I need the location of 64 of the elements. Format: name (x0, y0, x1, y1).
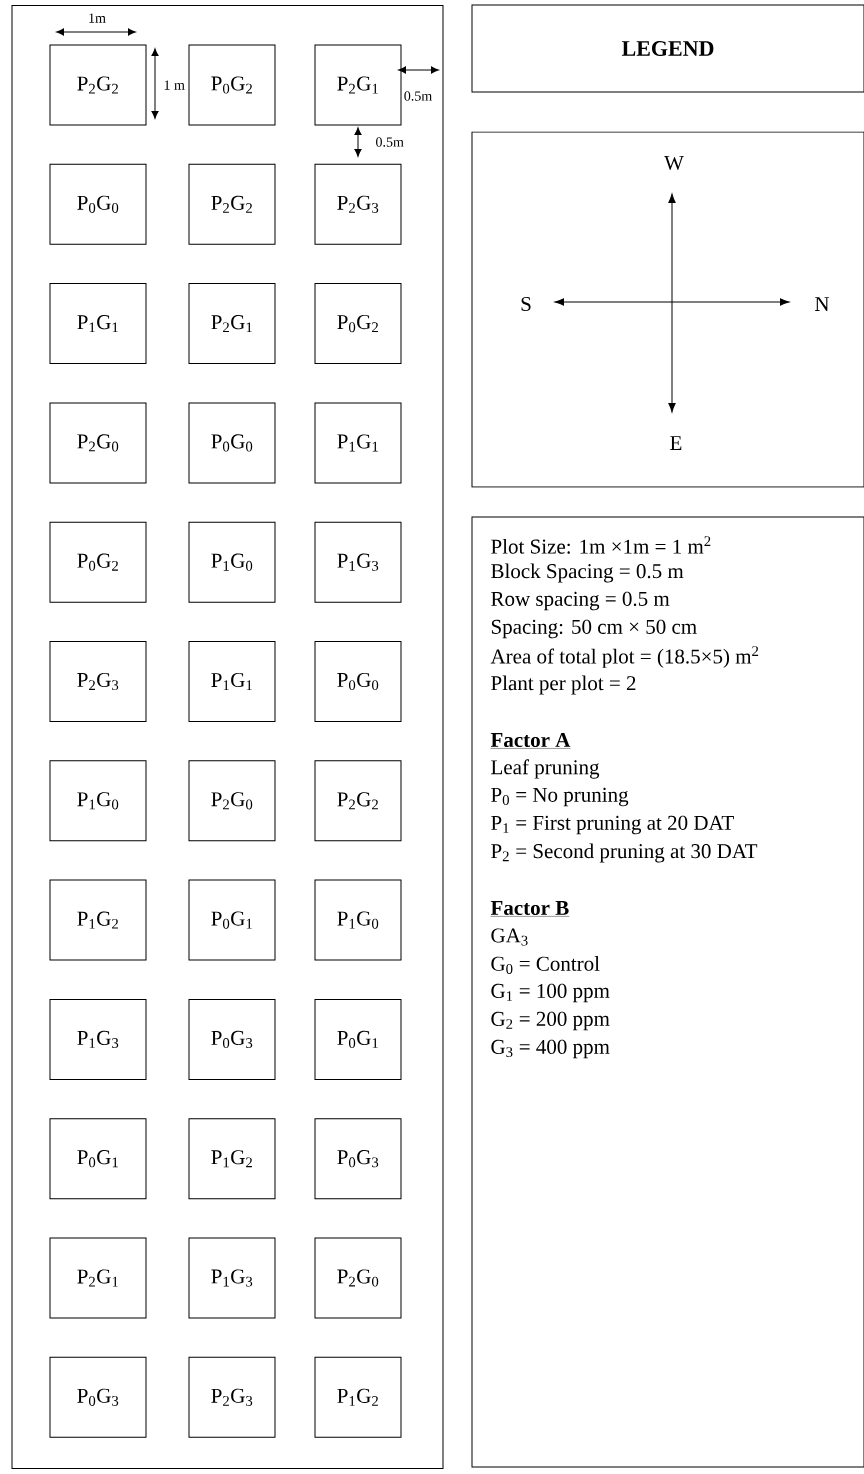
plot-box: P$_{1}$G$_{0}$ (188, 521, 276, 603)
note-line: P$_{1}$ = First pruning at 20 DAT (491, 815, 734, 835)
plot-box: P$_{0}$G$_{2}$ (314, 283, 402, 365)
note-line: Block Spacing = 0.5 m (491, 563, 684, 583)
plot-box: P$_{2}$G$_{3}$ (49, 641, 147, 722)
plot-box: P$_{2}$G$_{3}$ (314, 163, 402, 245)
plot-box: P$_{2}$G$_{0}$ (49, 402, 147, 484)
plot-box: P$_{1}$G$_{1}$ (188, 641, 276, 722)
plot-box: P$_{2}$G$_{2}$ (314, 760, 402, 842)
plot-box: P$_{1}$G$_{3}$ (314, 521, 402, 603)
plot-box: P$_{0}$G$_{0}$ (314, 641, 402, 722)
plot-box: P$_{1}$G$_{3}$ (188, 1237, 276, 1319)
plot-box: P$_{1}$G$_{0}$ (49, 760, 147, 842)
dimension-label: 0.5m (376, 137, 404, 147)
note-line: Plant per plot = 2 (491, 675, 636, 695)
plot-box: P$_{1}$G$_{1}$ (314, 402, 402, 484)
plot-box: P$_{2}$G$_{0}$ (314, 1237, 402, 1319)
plot-box: P$_{2}$G$_{2}$ (49, 44, 147, 126)
legend-heading-box: LEGEND (471, 4, 864, 93)
plot-box: P$_{0}$G$_{2}$ (49, 521, 147, 603)
dimension-label: 1 m (164, 80, 185, 90)
plot-box: P$_{2}$G$_{1}$ (314, 44, 402, 126)
plot-box: P$_{0}$G$_{3}$ (49, 1356, 147, 1438)
note-line: Row spacing = 0.5 m (491, 591, 670, 611)
direction-label: S (521, 296, 531, 312)
plot-box: P$_{2}$G$_{3}$ (188, 1356, 276, 1438)
plot-box: P$_{0}$G$_{3}$ (314, 1118, 402, 1200)
plot-box: P$_{0}$G$_{1}$ (188, 879, 276, 961)
plot-box: P$_{2}$G$_{2}$ (188, 163, 276, 245)
note-line: Area of total plot = (18.5×5) m$^{2}$ (490, 646, 759, 668)
direction-label: N (815, 297, 830, 311)
plot-box: P$_{2}$G$_{1}$ (188, 283, 276, 365)
note-line: Spacing: 50 cm × 50 cm (491, 619, 697, 639)
direction-label: E (670, 436, 682, 450)
plot-box: P$_{1}$G$_{1}$ (49, 283, 147, 365)
note-line: G$_{3}$ = 400 ppm (491, 1039, 610, 1059)
note-line: Plot Size: 1m ×1m = 1 m$^{2}$ (491, 536, 711, 554)
direction-label: W (664, 155, 684, 171)
plot-box: P$_{1}$G$_{2}$ (314, 1356, 402, 1438)
plot-box: P$_{1}$G$_{2}$ (49, 879, 147, 961)
plot-box: P$_{1}$G$_{0}$ (314, 879, 402, 961)
field-outline (11, 5, 444, 1469)
compass-box (471, 131, 864, 488)
plot-box: P$_{1}$G$_{3}$ (49, 998, 147, 1080)
plot-box: P$_{2}$G$_{0}$ (188, 760, 276, 842)
plot-box: P$_{2}$G$_{1}$ (49, 1237, 147, 1319)
dimension-label: 1m (89, 13, 106, 23)
note-line: P$_{2}$ = Second pruning at 30 DAT (491, 843, 758, 863)
plot-box: P$_{1}$G$_{2}$ (188, 1118, 276, 1200)
plot-box: P$_{0}$G$_{0}$ (49, 163, 147, 245)
plot-box: P$_{0}$G$_{3}$ (188, 998, 276, 1080)
factor-heading: Factor A (490, 732, 571, 749)
note-line: Leaf pruning (491, 759, 600, 779)
dimension-label: 0.5m (404, 91, 432, 101)
note-line: GA$_{3}$ (491, 928, 528, 946)
note-line: G$_{1}$ = 100 ppm (491, 983, 610, 1003)
plot-box: P$_{0}$G$_{1}$ (49, 1118, 147, 1200)
plot-box: P$_{0}$G$_{1}$ (314, 998, 402, 1080)
factor-heading: Factor B (490, 901, 570, 917)
plot-box: P$_{0}$G$_{2}$ (188, 44, 276, 126)
plot-box: P$_{0}$G$_{0}$ (188, 402, 276, 484)
note-line: P$_{0}$ = No pruning (491, 787, 629, 807)
note-line: G$_{2}$ = 200 ppm (491, 1011, 610, 1031)
note-line: G$_{0}$ = Control (491, 956, 600, 974)
